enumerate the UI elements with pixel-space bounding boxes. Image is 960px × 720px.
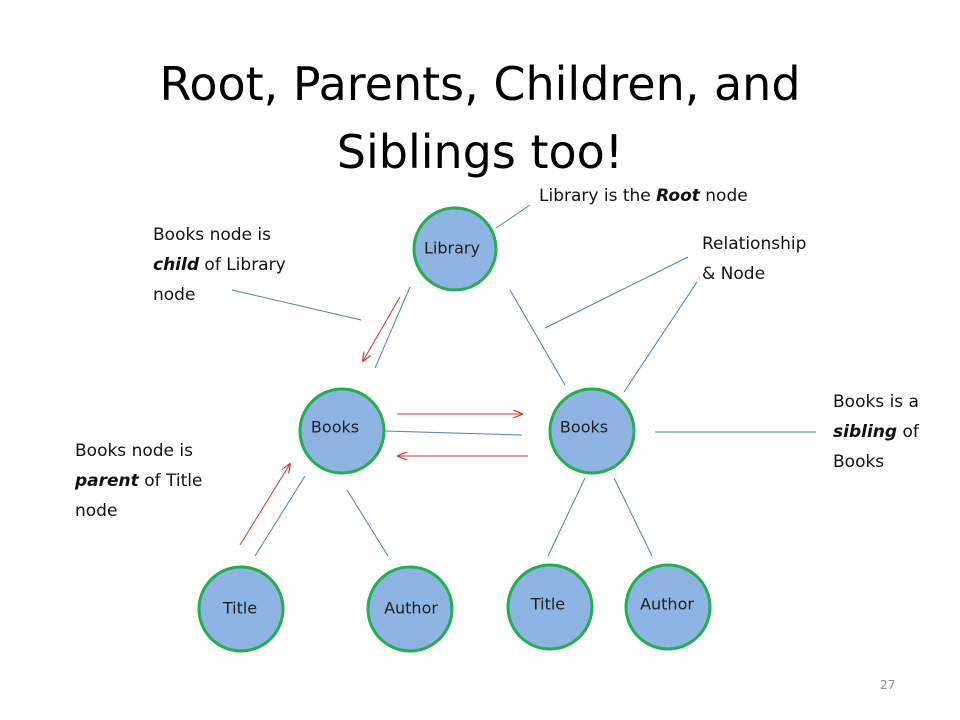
annotation-parent: Books node is parent of Title node <box>75 436 240 526</box>
annotation-child-line1: Books node is <box>153 225 271 245</box>
annotation-parent-rest: of Title <box>138 471 203 491</box>
node-books-left: Books <box>298 387 386 475</box>
annotation-sibling: Books is a sibling of Books <box>833 387 953 477</box>
edge-library-books-left <box>374 286 411 369</box>
annotation-root-emphasis: Root <box>656 186 700 206</box>
annotation-relationship-line2: & Node <box>702 264 766 284</box>
annotation-child-emphasis: child <box>153 255 200 275</box>
node-title-left: Title <box>197 565 285 653</box>
annotation-relationship: Relationship & Node <box>702 229 806 289</box>
annotation-sibling-emphasis: sibling <box>833 422 898 442</box>
node-books-left-label: Books <box>311 418 359 437</box>
edge-library-books-right <box>509 289 566 386</box>
annotation-parent-line2: parent of Title <box>75 466 240 496</box>
edge-books-left-author <box>346 489 389 557</box>
edge-books-left-title <box>254 475 306 557</box>
annotation-child: Books node is child of Library node <box>153 220 328 310</box>
annotation-root-before: Library is the <box>539 186 657 206</box>
node-title-left-label: Title <box>222 599 257 618</box>
annotation-child-line3: node <box>153 285 196 305</box>
annotation-sibling-line3: Books <box>833 452 885 472</box>
callout-line-child <box>231 289 362 321</box>
direction-arrows <box>239 296 528 546</box>
callout-line-relationship-1 <box>544 256 689 329</box>
node-library: Library <box>412 206 498 292</box>
annotation-root-after: node <box>699 186 748 206</box>
arrow-title-to-books <box>239 464 290 546</box>
annotation-child-rest: of Library <box>199 255 286 275</box>
annotation-sibling-line1: Books is a <box>833 392 919 412</box>
node-author-left-label: Author <box>384 599 438 618</box>
annotation-parent-emphasis: parent <box>75 471 139 491</box>
title-line-2: Siblings too! <box>336 125 624 179</box>
node-author-right: Author <box>624 563 712 651</box>
node-author-right-label: Author <box>640 595 694 614</box>
slide-title: Root, Parents, Children, and Siblings to… <box>0 50 960 186</box>
edge-books-right-title <box>547 477 586 557</box>
arrow-library-to-books <box>363 296 401 361</box>
annotation-child-line2: child of Library <box>153 250 328 280</box>
node-books-right: Books <box>548 387 636 475</box>
callout-line-root <box>495 204 531 229</box>
annotation-parent-line1: Books node is <box>75 441 193 461</box>
edge-books-right-author <box>613 477 653 557</box>
edge-sibling-books <box>384 430 523 436</box>
node-library-label: Library <box>424 239 480 258</box>
tree-edges <box>254 286 653 557</box>
node-title-right-label: Title <box>530 595 565 614</box>
page-number: 27 <box>880 678 896 692</box>
callout-lines <box>231 204 816 433</box>
node-author-left: Author <box>366 565 454 653</box>
annotation-sibling-line2: sibling of <box>833 417 953 447</box>
annotation-sibling-rest: of <box>897 422 919 442</box>
annotation-parent-line3: node <box>75 501 118 521</box>
title-line-1: Root, Parents, Children, and <box>159 57 801 111</box>
annotation-relationship-line1: Relationship <box>702 234 807 254</box>
node-books-right-label: Books <box>560 418 608 437</box>
annotation-root: Library is the Root node <box>539 181 748 211</box>
node-title-right: Title <box>506 563 594 651</box>
callout-line-relationship-2 <box>623 281 698 393</box>
